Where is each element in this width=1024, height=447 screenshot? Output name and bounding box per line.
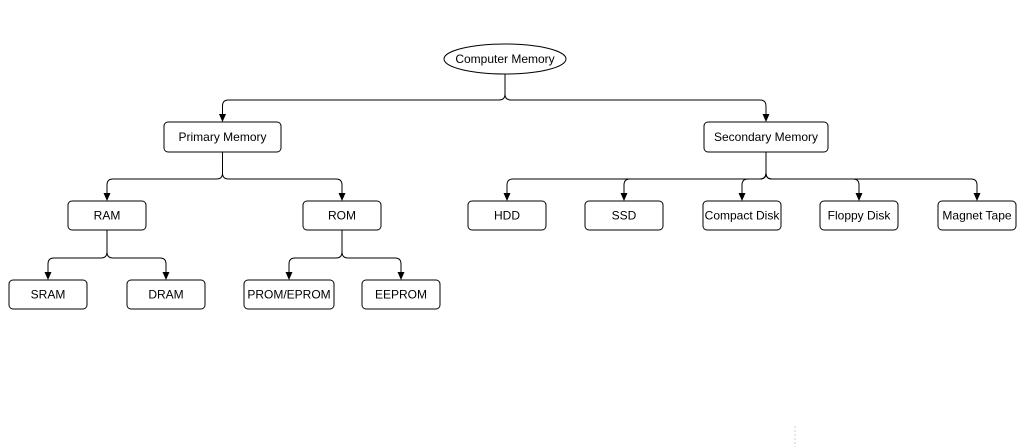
node-dram-label: DRAM — [148, 288, 183, 302]
node-primary-memory[interactable]: Primary Memory — [163, 121, 282, 153]
arrowhead-compact-disk — [738, 193, 746, 201]
arrowhead-hdd — [503, 193, 511, 201]
node-prom-eprom-label: PROM/EPROM — [247, 288, 330, 302]
node-magnet-tape-shape — [937, 200, 1017, 231]
node-prom-eprom-shape — [243, 279, 335, 310]
connector-secondary-memory-to-hdd — [506, 152, 767, 194]
node-eeprom-label: EEPROM — [375, 288, 427, 302]
node-compact-disk[interactable]: Compact Disk — [702, 200, 782, 231]
arrowhead-secondary-memory — [762, 114, 770, 122]
node-rom-label: ROM — [328, 209, 356, 223]
connector-ram-to-dram — [106, 230, 167, 273]
arrowhead-ssd — [620, 193, 628, 201]
node-eeprom-shape — [361, 279, 441, 310]
arrowhead-rom — [338, 193, 346, 201]
node-compact-disk-shape — [702, 200, 782, 231]
arrowhead-prom-eprom — [285, 272, 293, 280]
node-prom-eprom[interactable]: PROM/EPROM — [243, 279, 335, 310]
node-rom[interactable]: ROM — [302, 200, 382, 231]
node-secondary-memory[interactable]: Secondary Memory — [703, 121, 829, 153]
node-hdd-shape — [467, 200, 547, 231]
node-ram-shape — [67, 200, 147, 231]
arrowhead-eeprom — [397, 272, 405, 280]
node-floppy-disk-shape — [819, 200, 899, 231]
connector-secondary-memory-to-compact-disk — [741, 152, 767, 194]
node-computer-memory-label: Computer Memory — [455, 52, 554, 66]
node-secondary-memory-label: Secondary Memory — [714, 130, 818, 144]
node-primary-memory-label: Primary Memory — [178, 130, 266, 144]
node-layer: Computer Memory Primary Memory Secondary… — [8, 43, 1017, 310]
node-ssd-shape — [584, 200, 664, 231]
node-hdd[interactable]: HDD — [467, 200, 547, 231]
connector-computer-memory-to-primary-memory — [222, 74, 506, 115]
connector-rom-to-prom-eprom — [288, 230, 343, 273]
connector-primary-memory-to-rom — [222, 152, 343, 194]
node-dram-shape — [126, 279, 206, 310]
node-computer-memory[interactable]: Computer Memory — [443, 43, 567, 75]
node-floppy-disk-label: Floppy Disk — [828, 209, 892, 223]
node-eeprom[interactable]: EEPROM — [361, 279, 441, 310]
arrowhead-magnet-tape — [973, 193, 981, 201]
arrowhead-dram — [162, 272, 170, 280]
node-compact-disk-label: Compact Disk — [705, 209, 781, 223]
node-floppy-disk[interactable]: Floppy Disk — [819, 200, 899, 231]
arrowhead-sram — [44, 272, 52, 280]
connector-secondary-memory-to-ssd — [623, 152, 767, 194]
node-ssd[interactable]: SSD — [584, 200, 664, 231]
connector-primary-memory-to-ram — [106, 152, 223, 194]
node-sram[interactable]: SRAM — [8, 279, 88, 310]
arrowhead-ram — [103, 193, 111, 201]
connector-computer-memory-to-secondary-memory — [504, 74, 767, 115]
node-ram[interactable]: RAM — [67, 200, 147, 231]
connector-layer — [44, 74, 981, 280]
node-rom-shape — [302, 200, 382, 231]
connector-ram-to-sram — [47, 230, 108, 273]
node-primary-memory-shape — [163, 121, 282, 153]
node-sram-shape — [8, 279, 88, 310]
arrowhead-floppy-disk — [855, 193, 863, 201]
node-ssd-label: SSD — [612, 209, 637, 223]
node-ram-label: RAM — [94, 209, 121, 223]
node-dram[interactable]: DRAM — [126, 279, 206, 310]
node-magnet-tape-label: Magnet Tape — [942, 209, 1011, 223]
node-sram-label: SRAM — [31, 288, 66, 302]
connector-secondary-memory-to-magnet-tape — [765, 152, 978, 194]
node-magnet-tape[interactable]: Magnet Tape — [937, 200, 1017, 231]
node-hdd-label: HDD — [494, 209, 520, 223]
node-computer-memory-shape — [443, 43, 567, 75]
connector-secondary-memory-to-floppy-disk — [765, 152, 860, 194]
arrowhead-primary-memory — [219, 114, 226, 122]
connector-rom-to-eeprom — [341, 230, 402, 273]
node-secondary-memory-shape — [703, 121, 829, 153]
